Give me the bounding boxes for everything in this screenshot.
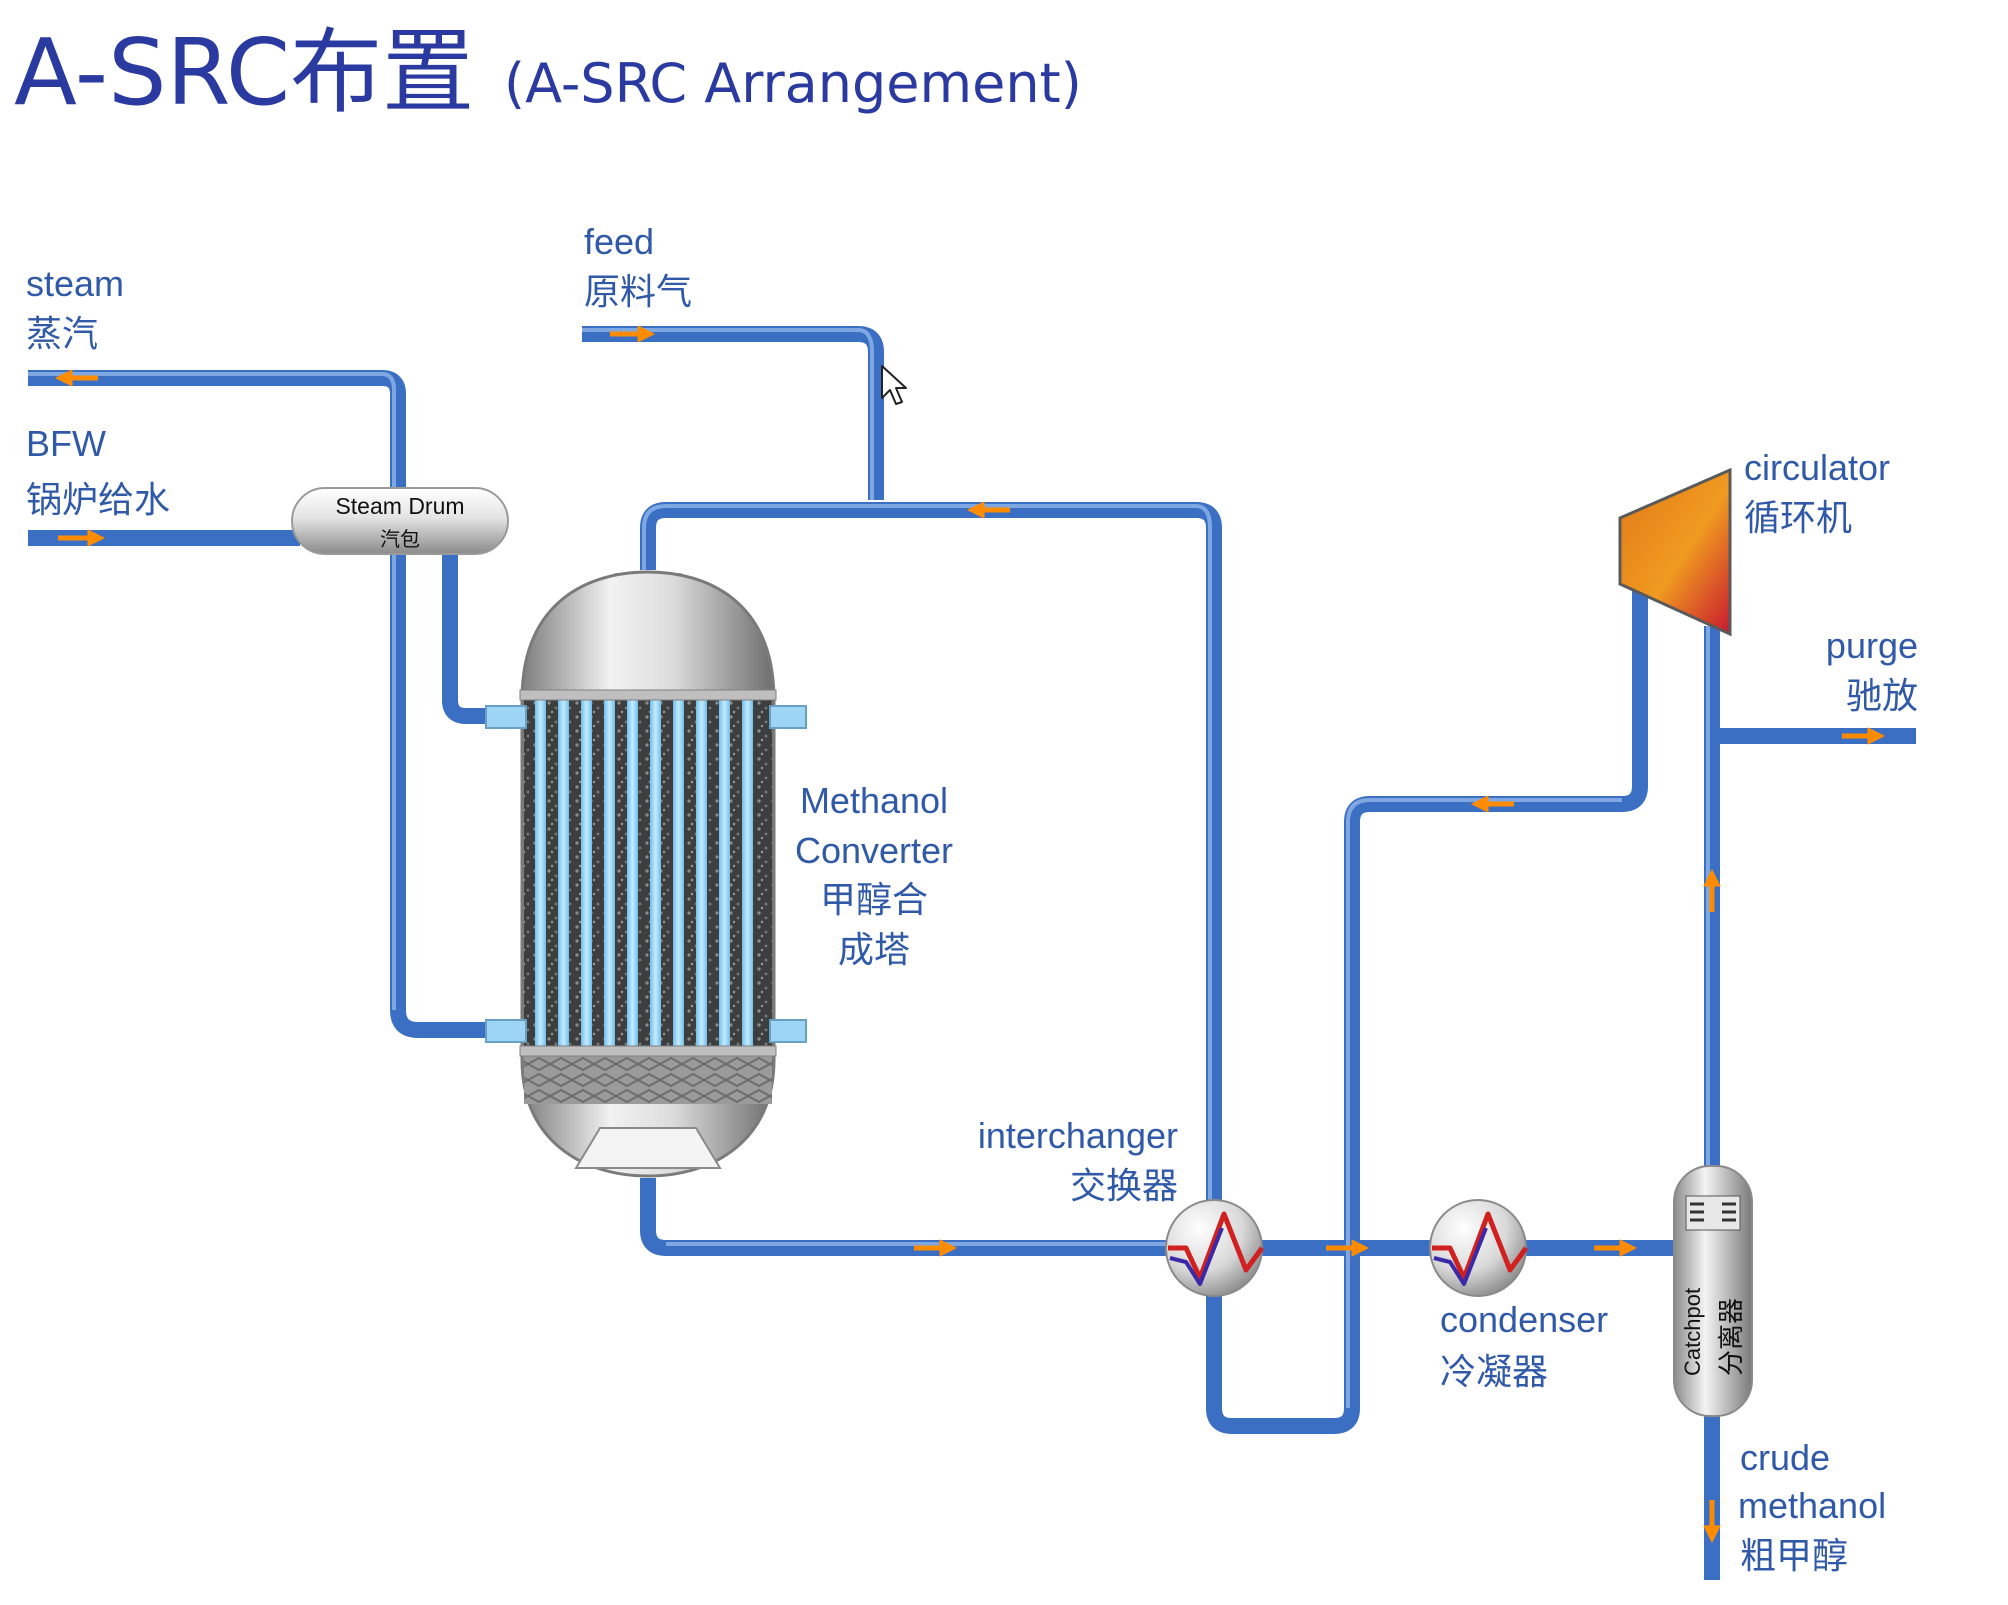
- catchpot: Catchpot 分离器: [1673, 1165, 1753, 1417]
- purge-label-cn: 驰放: [1846, 676, 1918, 717]
- catchpot-label: Catchpot: [1680, 1288, 1705, 1376]
- arrow-to-condenser-icon: [1326, 1239, 1370, 1257]
- converter-label-1: Methanol: [800, 780, 948, 821]
- bfw-label-cn: 锅炉给水: [26, 480, 170, 521]
- steam-label: steam: [26, 263, 124, 304]
- mouse-cursor-icon: [881, 365, 907, 405]
- arrow-bfw-right-icon: [58, 529, 106, 547]
- interchanger-icon: [1165, 1199, 1265, 1297]
- converter-tubes: [535, 692, 753, 1048]
- converter-label-cn-1: 甲醇合: [820, 880, 928, 921]
- interchanger-label: interchanger: [978, 1115, 1178, 1156]
- converter-label-cn-2: 成塔: [838, 930, 910, 971]
- arrow-up-icon: [1703, 868, 1721, 912]
- flow-arrows: [54, 325, 1886, 1544]
- page-subtitle: (A-SRC Arrangement): [504, 52, 1082, 115]
- arrow-to-catchpot-icon: [1594, 1239, 1638, 1257]
- bfw-label: BFW: [26, 423, 106, 464]
- circulator-label: circulator: [1744, 447, 1890, 488]
- arrow-crude-down-icon: [1703, 1500, 1721, 1544]
- arrow-top-left-icon: [966, 501, 1010, 519]
- circulator-icon: [1618, 467, 1732, 637]
- crude-label-1: crude: [1740, 1437, 1830, 1478]
- crude-label-cn: 粗甲醇: [1740, 1536, 1848, 1577]
- arrow-recycle-left-icon: [1470, 795, 1514, 813]
- arrow-feed-right-icon: [610, 325, 656, 343]
- steam-label-cn: 蒸汽: [26, 314, 98, 355]
- labels: steam 蒸汽 BFW 锅炉给水 feed 原料气 Methanol Conv…: [26, 221, 1918, 1577]
- steam-drum-label: Steam Drum: [335, 493, 464, 519]
- arrow-purge-right-icon: [1842, 727, 1886, 745]
- circulator-label-cn: 循环机: [1744, 498, 1852, 539]
- arrow-steam-left-icon: [54, 369, 98, 387]
- condenser-label-cn: 冷凝器: [1440, 1352, 1548, 1393]
- condenser-icon: [1429, 1199, 1529, 1297]
- purge-label: purge: [1826, 625, 1918, 666]
- pipe-network: [28, 326, 1916, 1580]
- condenser-label: condenser: [1440, 1299, 1608, 1340]
- page-title: A-SRC布置: [14, 19, 474, 126]
- feed-label-cn: 原料气: [584, 272, 692, 313]
- feed-label: feed: [584, 221, 654, 262]
- arrow-bottom-right-icon: [914, 1239, 958, 1257]
- interchanger-label-cn: 交换器: [1070, 1166, 1178, 1207]
- crude-label-2: methanol: [1738, 1485, 1886, 1526]
- methanol-converter: [485, 570, 807, 1178]
- steam-drum: Steam Drum 汽包: [291, 487, 509, 555]
- converter-label-2: Converter: [795, 830, 953, 871]
- catchpot-label-cn: 分离器: [1717, 1298, 1747, 1376]
- steam-drum-label-cn: 汽包: [380, 527, 420, 551]
